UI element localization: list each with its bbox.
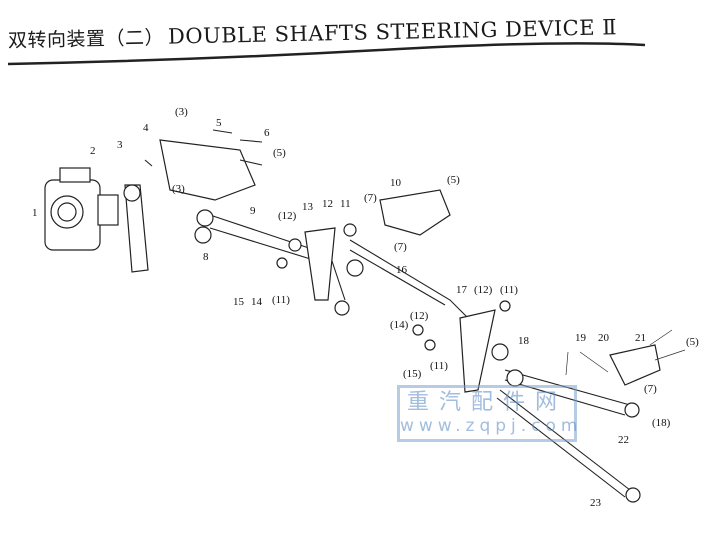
callout-18: 18 [518, 335, 530, 347]
bracket-21 [609, 344, 661, 386]
callout-12c: (12) [474, 284, 493, 296]
idler-arm [304, 227, 336, 301]
watermark: 重汽配件网 www.zqpj.com [397, 385, 583, 442]
callout-18b: (18) [652, 417, 671, 429]
callout-8: 8 [203, 251, 209, 263]
callout-7c: (7) [394, 241, 407, 253]
callout-5c: (5) [447, 174, 460, 186]
callout-5: 5 [216, 117, 222, 129]
callout-5b: (5) [273, 147, 286, 159]
callout-14: 14 [251, 296, 263, 308]
callout-6: 6 [264, 127, 270, 139]
callout-3: 3 [117, 139, 123, 151]
bracket [159, 139, 256, 201]
callout-3b: (3) [175, 106, 188, 118]
callout-21: 21 [635, 332, 646, 344]
callout-13: 13 [302, 201, 314, 213]
callout-9: 9 [250, 205, 256, 217]
callout-12: 12 [322, 198, 333, 210]
arm-17 [459, 309, 496, 393]
callout-5d: (5) [686, 336, 699, 348]
watermark-url: www.zqpj.com [400, 416, 583, 436]
relay-rod [349, 239, 471, 321]
callout-22: 22 [618, 434, 629, 446]
callout-17: 17 [456, 284, 468, 296]
callout-1: 1 [32, 207, 38, 219]
callout-20: 20 [598, 332, 610, 344]
callout-4: 4 [143, 122, 149, 134]
callout-12b: (12) [278, 210, 297, 222]
title-underline [7, 42, 646, 66]
watermark-name: 重汽配件网 [406, 390, 567, 415]
callout-15: 15 [233, 296, 245, 308]
callout-7b: (7) [364, 192, 377, 204]
callout-19: 19 [575, 332, 587, 344]
callout-23: 23 [590, 497, 602, 509]
callout-10: 10 [390, 177, 402, 189]
callout-14b: (14) [390, 319, 409, 331]
callout-2: 2 [90, 145, 96, 157]
callout-11: 11 [340, 198, 351, 210]
callout-7d: (7) [644, 383, 657, 395]
steering-gear [44, 167, 119, 251]
callout-3c: (3) [172, 183, 185, 195]
callout-11c: (11) [500, 284, 518, 296]
bracket-10 [379, 189, 451, 236]
callout-11b: (11) [272, 294, 290, 306]
callout-12d: (12) [410, 310, 429, 322]
callout-16: 16 [396, 264, 408, 276]
callout-11d: (11) [430, 360, 448, 372]
callout-15b: (15) [403, 368, 422, 380]
